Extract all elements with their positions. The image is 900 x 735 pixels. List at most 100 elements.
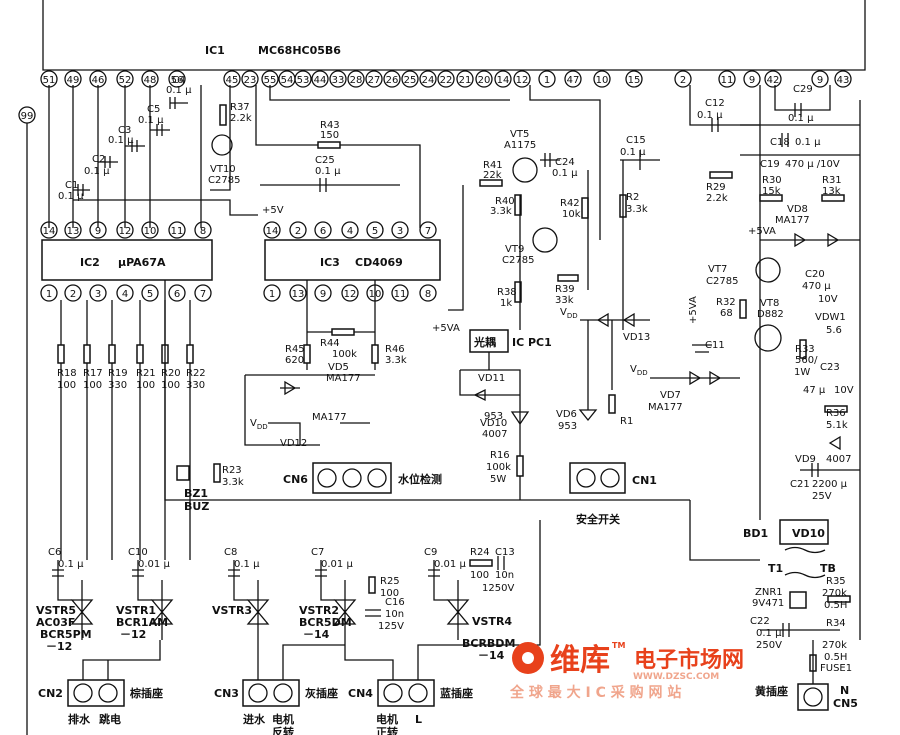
safety-switch: 安全开关 <box>164 280 690 526</box>
ic1-pin-number: 49 <box>67 75 80 86</box>
vt7-ref: VT7 <box>708 264 727 275</box>
cn4-ref: CN4 <box>348 687 373 700</box>
ic2-top-pin-number: 14 <box>43 226 56 237</box>
r33-val: 560/ <box>795 355 818 366</box>
ic2-top-pin-number: 11 <box>171 226 184 237</box>
c22-ref: C22 <box>750 616 770 627</box>
c11-ref: C11 <box>705 340 725 351</box>
watermark-brand: 维库 <box>550 643 610 678</box>
cn5-label: 黄插座 <box>755 684 788 698</box>
ic1-pin-circle <box>401 70 419 88</box>
ic2-name: IC2 <box>80 256 100 269</box>
ic1-part: MC68HC05B6 <box>258 44 341 57</box>
r2-val: 3.3k <box>626 204 648 215</box>
watermark-site-cn: 电子市场网 <box>634 647 744 673</box>
triac-cap-val: 0.01 μ <box>321 559 353 570</box>
ic1-pin-circle <box>625 70 643 88</box>
c21-val: 2200 μ <box>812 479 848 490</box>
ic3-top-pin-number: 6 <box>320 226 326 237</box>
ic1-pin-circle <box>494 70 512 88</box>
ic3-top-pin-number: 3 <box>397 226 403 237</box>
ic2-bottom-pin-circle <box>89 284 107 302</box>
c3-val: 0.1 μ <box>108 135 134 146</box>
c21-ref: C21 <box>790 479 810 490</box>
cap-c5: C5 0.1 μ <box>138 104 170 136</box>
ic1-pin-number: 54 <box>281 75 294 86</box>
ic1-pin-number: 55 <box>264 75 277 86</box>
resistor-val: 100 <box>161 380 180 391</box>
vt9-part: C2785 <box>502 255 534 266</box>
c15-ref: C15 <box>626 135 646 146</box>
triac-gate-wire <box>137 560 152 601</box>
resistor-body <box>186 344 194 364</box>
triac-gate-wire <box>57 560 72 601</box>
r37-vt10: R37 2.2k VT10 C2785 +5V <box>208 102 284 216</box>
ic1-pin-number: 44 <box>314 75 327 86</box>
ic3-bottom-pin-circle <box>419 284 437 302</box>
ic2-bottom-pin-circle <box>141 284 159 302</box>
ic3-bottom-pin-number: 13 <box>292 289 305 300</box>
triac-symbol <box>446 580 470 640</box>
plus5va-label: +5VA <box>432 323 460 334</box>
cn1-ref: CN1 <box>632 474 657 487</box>
resistor-ref: R20 <box>161 368 181 379</box>
triac-ref: VSTR5 <box>36 604 76 617</box>
c13-ref: C13 <box>495 547 515 558</box>
vd9-ref: VD9 <box>795 454 816 465</box>
r23-ref: R23 <box>222 465 242 476</box>
triac-part3: －12 <box>46 640 72 653</box>
tb-ref: TB <box>820 562 836 575</box>
c25-val: 0.1 μ <box>315 166 341 177</box>
ic3-top-pin-circle <box>289 221 307 239</box>
r33-ref: R33 <box>795 344 815 355</box>
ic1-pin-circle <box>743 70 761 88</box>
cn2-t2: 跳电 <box>99 712 121 726</box>
r25-ref: R25 <box>380 576 400 587</box>
vd11-part: 953 <box>484 411 503 422</box>
ic2-top-pin-number: 12 <box>119 226 132 237</box>
triac-gate-wire <box>320 560 335 601</box>
vt10-ref: VT10 <box>210 164 236 175</box>
c13-val: 10n <box>495 570 514 581</box>
r23-val: 3.3k <box>222 477 244 488</box>
triac-cap-val: 0.01 μ <box>138 559 170 570</box>
triac-gate-cap <box>315 569 327 577</box>
c25-ref: C25 <box>315 155 335 166</box>
vdd-label-2: VDD <box>250 418 268 431</box>
ic2-top-pin-number: 10 <box>144 226 157 237</box>
r40-ref: R40 <box>495 196 515 207</box>
ma177-label: MA177 <box>312 412 347 423</box>
vdd-label-1: VDD <box>560 307 578 320</box>
r37-ref: R37 <box>230 102 250 113</box>
ic2-bottom-pin-circle <box>116 284 134 302</box>
water-level-region: R45 620 R44 100k R46 3.3k VD5 MA177 MA17… <box>244 280 442 494</box>
c22-val: 0.1 μ <box>756 628 782 639</box>
ic1-pin-circle <box>718 70 736 88</box>
r35-ref: R35 <box>826 576 846 587</box>
cn6-label: 水位检测 <box>398 472 442 486</box>
c24-val: 0.1 μ <box>552 168 578 179</box>
c23-val: 47 μ <box>803 385 826 396</box>
plus5v-label: +5V <box>262 205 284 216</box>
r32-ref: R32 <box>716 297 736 308</box>
resistor-val: 100 <box>136 380 155 391</box>
vd5-ref: VD5 <box>328 362 349 373</box>
ic1-pin-circle <box>538 70 556 88</box>
ic1-pin-circle <box>593 70 611 88</box>
vd10-ref: VD10 <box>480 418 507 429</box>
r31-val: 13k <box>822 186 841 197</box>
c5-ref: C5 <box>147 104 160 115</box>
triac-part2: －14 <box>303 628 330 641</box>
power-supply-region: C12 0.1 μ C29 0.1 μ C18 0.1 μ C19 470 μ … <box>630 84 861 711</box>
vd7-ref: VD7 <box>660 390 681 401</box>
triac-ref: VSTR1 <box>116 604 156 617</box>
znr1-ref: ZNR1 <box>755 587 783 598</box>
ic1-pin-circle <box>311 70 329 88</box>
vd11-ref: VD11 <box>478 373 505 384</box>
bz1-part: BUZ <box>184 500 209 513</box>
r16-val: 100k <box>486 462 511 473</box>
ic1-pin-number: 53 <box>297 75 310 86</box>
